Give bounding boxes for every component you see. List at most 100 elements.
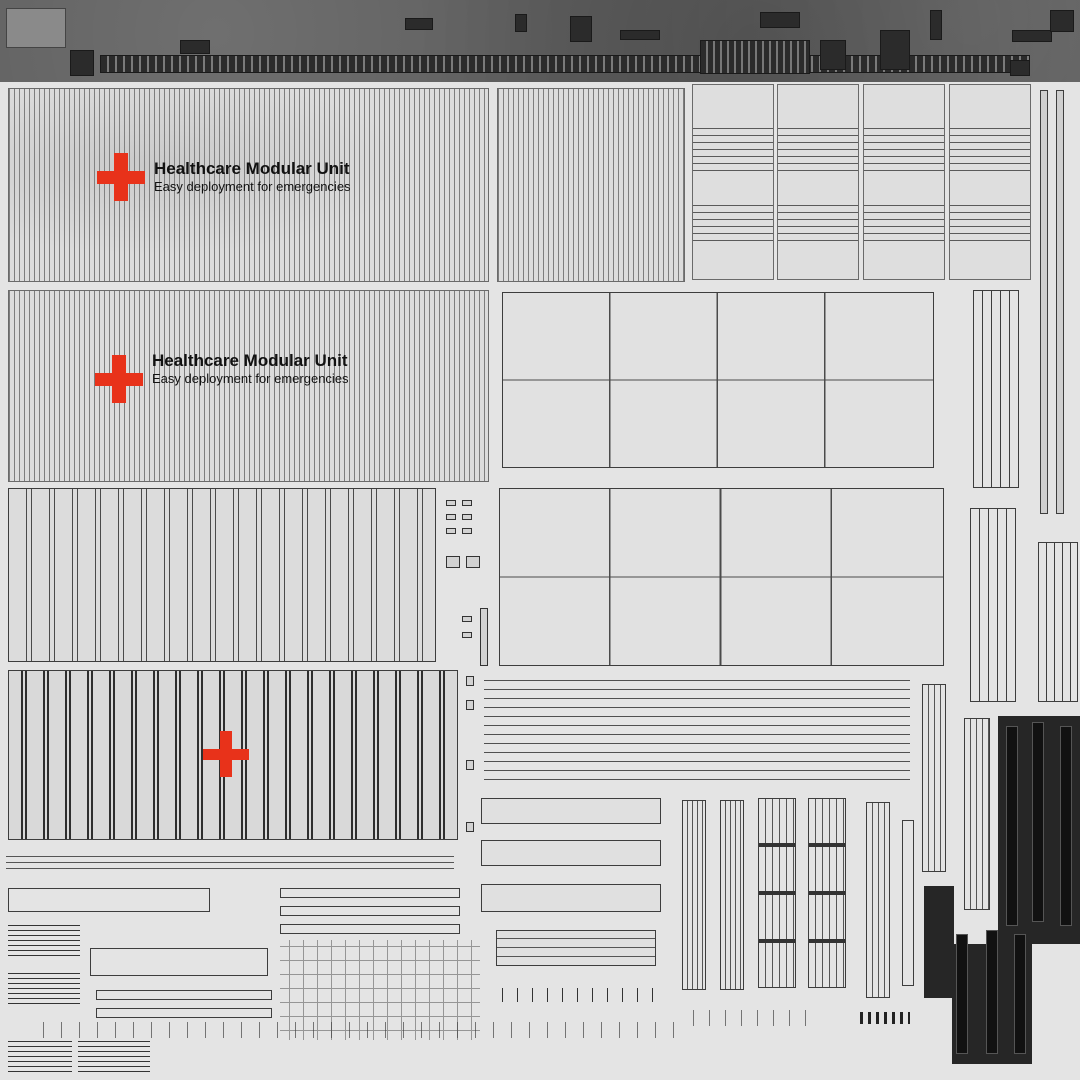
container-wall-panel: Healthcare Modular Unit Easy deployment … xyxy=(8,290,489,482)
small-shell xyxy=(480,608,488,666)
column-shell xyxy=(970,508,1016,702)
red-cross-icon xyxy=(220,731,232,777)
strip-shell xyxy=(1010,60,1030,76)
small-shell xyxy=(466,822,474,832)
trim-shell xyxy=(280,888,460,898)
door-panel xyxy=(777,84,859,280)
post-shell xyxy=(964,718,990,910)
small-shell xyxy=(466,556,480,568)
door-panel xyxy=(863,84,945,280)
door-panel xyxy=(692,84,774,280)
sign-subtitle: Easy deployment for emergencies xyxy=(152,371,349,386)
strip-shell xyxy=(820,40,846,70)
trim-stack xyxy=(8,1040,72,1076)
dark-shell-region xyxy=(952,930,1032,1064)
trim-shell xyxy=(90,948,268,976)
strip-shell xyxy=(6,8,66,48)
dark-post xyxy=(1014,934,1026,1054)
strip-shell xyxy=(620,30,660,40)
roof-panel xyxy=(502,292,934,468)
post-shell xyxy=(902,820,914,986)
trim-strip xyxy=(6,852,454,874)
small-shell xyxy=(462,632,472,638)
strip-shell xyxy=(760,12,800,28)
door-stripes xyxy=(778,125,858,171)
small-shell xyxy=(466,700,474,710)
sign-subtitle: Easy deployment for emergencies xyxy=(154,179,351,194)
small-shell xyxy=(462,616,472,622)
strip-shell xyxy=(880,30,910,70)
red-cross-icon xyxy=(114,153,128,201)
small-shell xyxy=(462,528,472,534)
door-bars-panel xyxy=(8,670,458,840)
small-shell xyxy=(446,528,456,534)
bolt-row xyxy=(860,1012,910,1024)
post-shell xyxy=(758,798,796,988)
trim-stack xyxy=(8,972,80,1008)
beam-shell xyxy=(481,798,661,824)
dark-post xyxy=(1060,726,1072,926)
column-shell xyxy=(1038,542,1078,702)
rail-shell xyxy=(1040,90,1048,514)
beam-stripes xyxy=(484,676,910,780)
trim-stack xyxy=(78,1040,150,1076)
beam-shell xyxy=(481,840,661,866)
small-shell xyxy=(462,500,472,506)
post-shell xyxy=(922,684,946,872)
beam-shell xyxy=(481,884,661,912)
strip-shell xyxy=(515,14,527,32)
post-shell xyxy=(866,802,890,998)
post-shell xyxy=(808,798,846,988)
red-cross-icon xyxy=(112,355,126,403)
wall-frame-panel xyxy=(8,488,436,662)
dark-post xyxy=(1006,726,1018,926)
top-detail-strip xyxy=(0,0,1080,82)
strip-shell xyxy=(1050,10,1074,32)
beam-shell xyxy=(496,930,656,966)
door-stripes xyxy=(693,205,773,241)
door-stripes xyxy=(950,125,1030,171)
trim-stack xyxy=(8,924,80,960)
door-panel xyxy=(949,84,1031,280)
door-stripes xyxy=(864,205,944,241)
door-stripes xyxy=(778,205,858,241)
strip-shell xyxy=(930,10,942,40)
dark-post xyxy=(986,930,998,1054)
door-stripes xyxy=(693,125,773,171)
sign-title: Healthcare Modular Unit xyxy=(152,351,348,370)
strip-shell xyxy=(1012,30,1052,42)
dark-shell-region xyxy=(998,716,1080,944)
strip-shell xyxy=(70,50,94,76)
door-stripes xyxy=(950,205,1030,241)
small-shell xyxy=(446,500,456,506)
dark-post xyxy=(956,934,968,1054)
container-side-panel xyxy=(497,88,685,282)
rail-shell xyxy=(1056,90,1064,514)
column-shell xyxy=(973,290,1019,488)
trim-shell xyxy=(280,924,460,934)
small-shell xyxy=(466,676,474,686)
post-shell xyxy=(720,800,744,990)
small-shell xyxy=(446,556,460,568)
strip-shell xyxy=(180,40,210,54)
bolt-row xyxy=(40,1022,680,1038)
small-shell xyxy=(462,514,472,520)
trim-shell xyxy=(280,906,460,916)
small-shell xyxy=(446,514,456,520)
post-shell xyxy=(682,800,706,990)
floor-panel xyxy=(499,488,944,666)
strip-shell xyxy=(700,40,810,74)
small-shell xyxy=(466,760,474,770)
dark-post xyxy=(1032,722,1044,922)
strip-shell xyxy=(570,16,592,42)
container-wall-panel: Healthcare Modular Unit Easy deployment … xyxy=(8,88,489,282)
bolt-row xyxy=(500,988,660,1002)
bolt-row xyxy=(690,1010,810,1026)
trim-shell xyxy=(96,990,272,1000)
trim-shell xyxy=(96,1008,272,1018)
door-stripes xyxy=(864,125,944,171)
sign-title: Healthcare Modular Unit xyxy=(154,159,350,178)
trim-shell xyxy=(8,888,210,912)
strip-shell xyxy=(405,18,433,30)
dark-shell-region xyxy=(924,886,954,998)
